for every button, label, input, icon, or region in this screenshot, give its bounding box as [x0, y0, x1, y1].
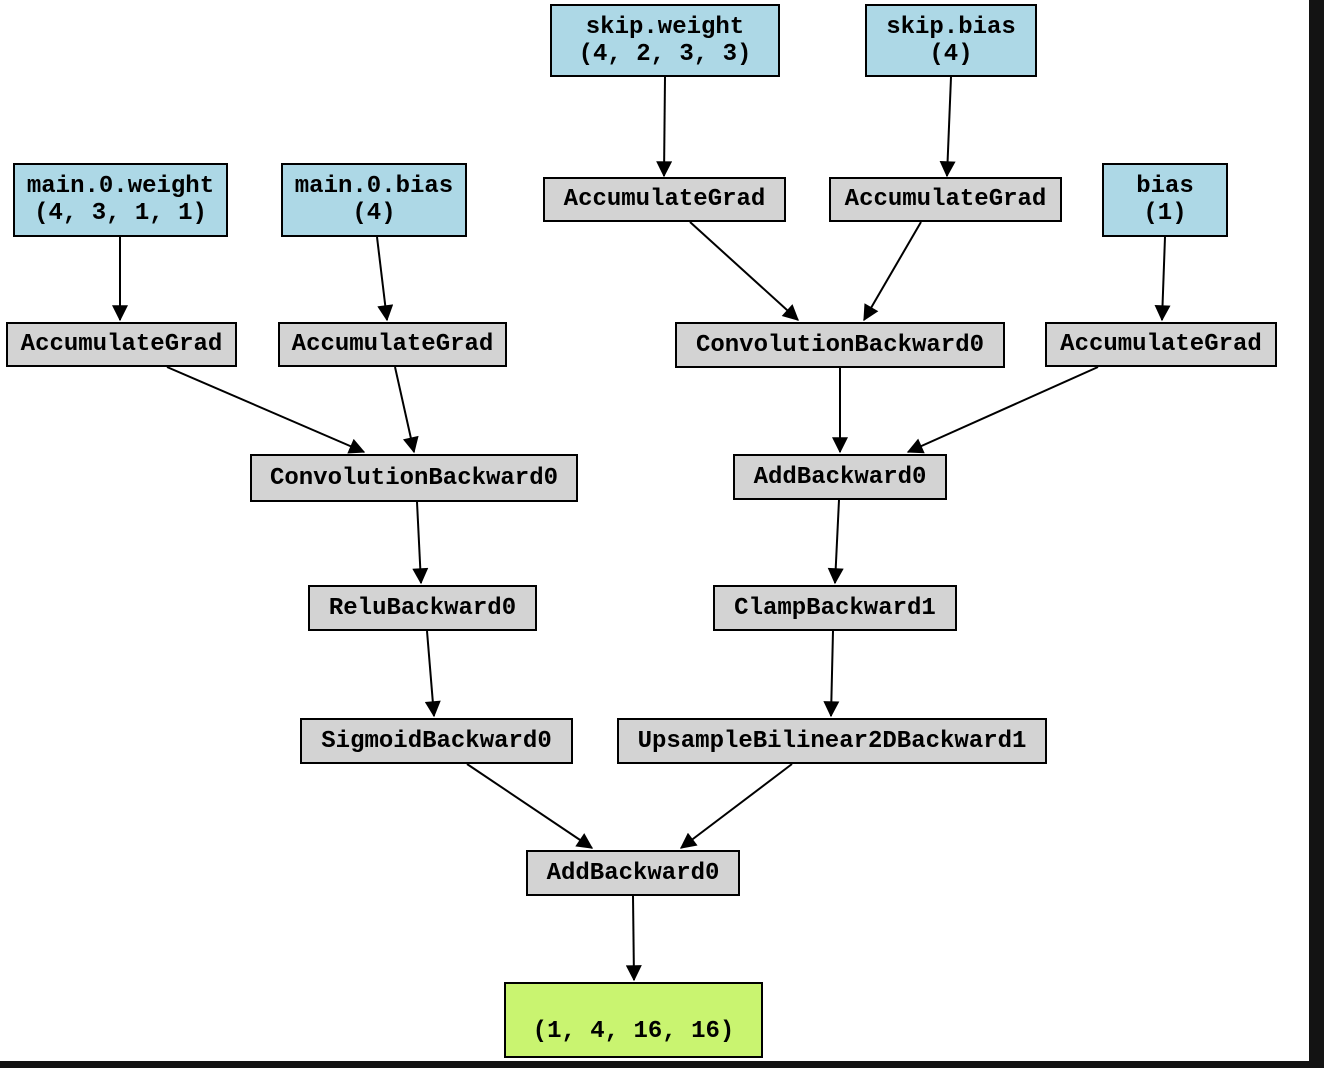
node-label-line: AccumulateGrad	[20, 331, 223, 358]
graph-node-addbackward-out: AddBackward0	[526, 850, 740, 896]
node-label-line: (1)	[1143, 200, 1187, 227]
graph-node-relubackward: ReluBackward0	[308, 585, 537, 631]
node-label-line: main.0.weight	[26, 173, 215, 200]
graph-edge-accgrad-skip-weight-to-convbackward-skip	[689, 221, 799, 321]
graph-edge-bias-to-accgrad-bias	[1154, 236, 1171, 322]
node-label-line: (4)	[352, 200, 396, 227]
graph-node-bias: bias(1)	[1102, 163, 1228, 237]
node-label-line: (4)	[929, 40, 973, 68]
graph-node-main0-weight: main.0.weight(4, 3, 1, 1)	[13, 163, 228, 237]
graph-node-accgrad-skip-bias: AccumulateGrad	[829, 177, 1062, 222]
graph-edge-accgrad-bias-to-addbackward-skip	[906, 366, 1099, 454]
node-label-line: AccumulateGrad	[291, 331, 494, 358]
node-label-line: ConvolutionBackward0	[269, 464, 559, 492]
node-label-line: (1, 4, 16, 16)	[532, 1018, 735, 1045]
node-label-line: main.0.bias	[294, 173, 454, 200]
graph-edge-addbackward-skip-to-clampbackward	[827, 499, 844, 585]
graph-edge-clampbackward-to-upsamplebackward	[823, 630, 840, 718]
node-label-line: AccumulateGrad	[563, 186, 766, 213]
graph-node-output-tensor: (1, 4, 16, 16)	[504, 982, 763, 1058]
node-label-line: AccumulateGrad	[1060, 331, 1262, 358]
graph-edge-accgrad-skip-bias-to-convbackward-skip	[863, 221, 922, 322]
graph-node-accgrad-skip-weight: AccumulateGrad	[543, 177, 786, 222]
graph-edge-accgrad-main0-weight-to-convbackward-main	[166, 366, 366, 454]
node-label-line: AddBackward0	[546, 859, 720, 887]
graph-edge-skip-bias-to-accgrad-skip-bias	[939, 76, 956, 178]
graph-edge-skip-weight-to-accgrad-skip-weight	[656, 76, 673, 178]
graph-edge-convbackward-main-to-relubackward	[412, 501, 429, 585]
node-label-line: ConvolutionBackward0	[695, 331, 985, 359]
screen-right-black-band	[1309, 0, 1324, 1068]
node-label-line: AddBackward0	[753, 463, 927, 491]
graph-edge-addbackward-out-to-output-tensor	[625, 895, 642, 982]
graph-node-clampbackward: ClampBackward1	[713, 585, 957, 631]
node-label-line: ReluBackward0	[328, 594, 517, 622]
node-label-line: skip.weight	[585, 13, 745, 41]
node-label-line: (4, 2, 3, 3)	[578, 40, 752, 68]
screen-bottom-black-band	[0, 1061, 1324, 1068]
graph-node-accgrad-main0-weight: AccumulateGrad	[6, 322, 237, 367]
graph-edge-sigmoidbackward-to-addbackward-out	[466, 763, 594, 849]
graph-node-accgrad-main0-bias: AccumulateGrad	[278, 322, 507, 367]
graph-node-sigmoidbackward: SigmoidBackward0	[300, 718, 573, 764]
graph-node-convbackward-main: ConvolutionBackward0	[250, 454, 578, 502]
graph-edge-relubackward-to-sigmoidbackward	[424, 630, 441, 718]
graph-node-upsamplebackward: UpsampleBilinear2DBackward1	[617, 718, 1047, 764]
graph-edge-accgrad-main0-bias-to-convbackward-main	[394, 366, 419, 454]
node-label-line: bias	[1136, 173, 1194, 200]
node-label-line: (4, 3, 1, 1)	[34, 200, 207, 227]
graph-edge-main0-bias-to-accgrad-main0-bias	[376, 236, 394, 322]
graph-node-skip-bias: skip.bias(4)	[865, 4, 1037, 77]
graph-edge-upsamplebackward-to-addbackward-out	[679, 763, 793, 849]
graph-node-accgrad-bias: AccumulateGrad	[1045, 322, 1277, 367]
node-label-line: ClampBackward1	[734, 594, 936, 622]
node-label-line: skip.bias	[886, 13, 1016, 41]
node-label-line: UpsampleBilinear2DBackward1	[637, 727, 1027, 755]
graph-node-addbackward-skip: AddBackward0	[733, 454, 947, 500]
graph-node-main0-bias: main.0.bias(4)	[281, 163, 467, 237]
graph-node-skip-weight: skip.weight(4, 2, 3, 3)	[550, 4, 780, 77]
node-label-line: SigmoidBackward0	[321, 727, 552, 755]
graph-node-convbackward-skip: ConvolutionBackward0	[675, 322, 1005, 368]
node-label-line: AccumulateGrad	[844, 186, 1047, 213]
